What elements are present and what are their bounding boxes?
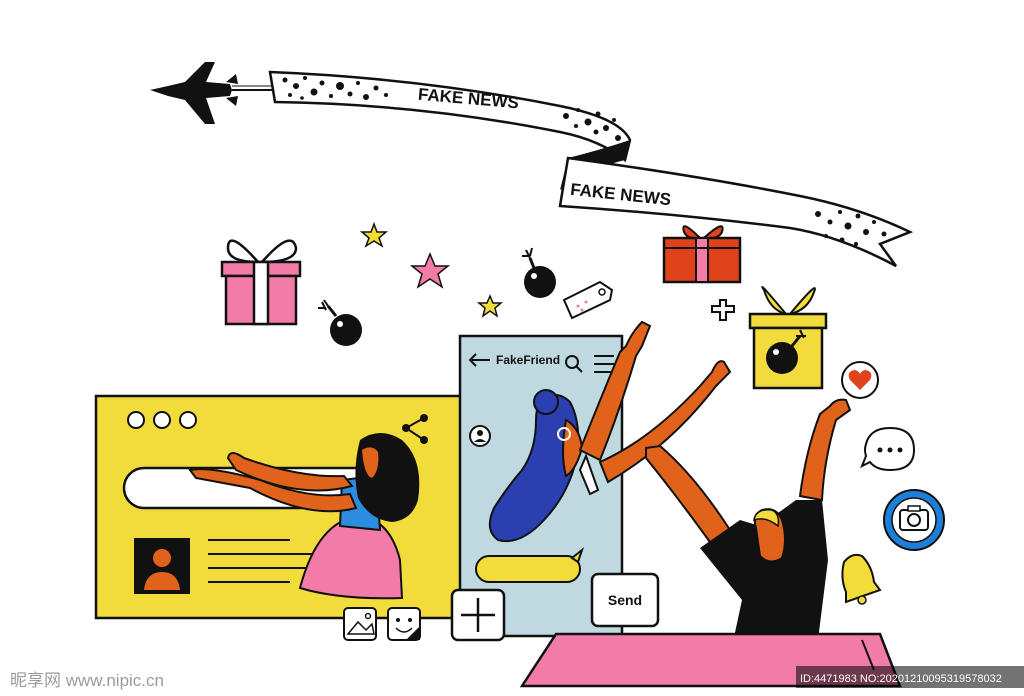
phone-title: FakeFriend	[496, 353, 560, 367]
camera-icon	[883, 489, 945, 551]
message-input[interactable]	[475, 555, 581, 583]
plus-icon	[711, 299, 735, 321]
man-figure	[645, 398, 852, 656]
yellow-star-icon	[359, 221, 389, 248]
fighter-jet-icon	[150, 62, 272, 124]
yellow-star-icon	[476, 294, 504, 318]
share-icon[interactable]	[402, 414, 428, 444]
watermark-id-bg	[796, 666, 1024, 688]
pink-gift-icon	[220, 239, 302, 326]
back-arrow-icon[interactable]	[468, 353, 490, 367]
send-button[interactable]: Send	[590, 572, 660, 628]
chat-bubble-icon	[860, 426, 916, 472]
image-button[interactable]	[343, 607, 377, 641]
profile-icon[interactable]	[469, 425, 491, 447]
user-avatar-icon	[134, 538, 190, 594]
bomb-icon	[522, 247, 556, 298]
watermark-site: 昵享网 www.nipic.cn	[10, 671, 164, 690]
price-tag-icon	[562, 280, 614, 320]
heart-icon	[841, 361, 879, 399]
red-gift-icon	[662, 225, 742, 284]
emoji-button[interactable]	[387, 607, 421, 641]
pink-star-icon	[409, 252, 451, 289]
woman-figure	[188, 433, 420, 600]
bomb-icon	[318, 299, 362, 346]
fake-news-banner: FAKE NEWS FAKE NEWS	[268, 70, 914, 268]
add-button[interactable]	[450, 588, 506, 642]
window-dot	[127, 411, 145, 429]
send-button-label: Send	[608, 592, 642, 608]
yellow-gift-bomb-icon	[748, 286, 828, 390]
search-icon[interactable]	[565, 355, 583, 373]
window-dot	[179, 411, 197, 429]
window-dot	[153, 411, 171, 429]
watermark-id: ID:4471983 NO:20201210095319578032	[800, 673, 1002, 685]
bell-icon	[841, 553, 882, 605]
